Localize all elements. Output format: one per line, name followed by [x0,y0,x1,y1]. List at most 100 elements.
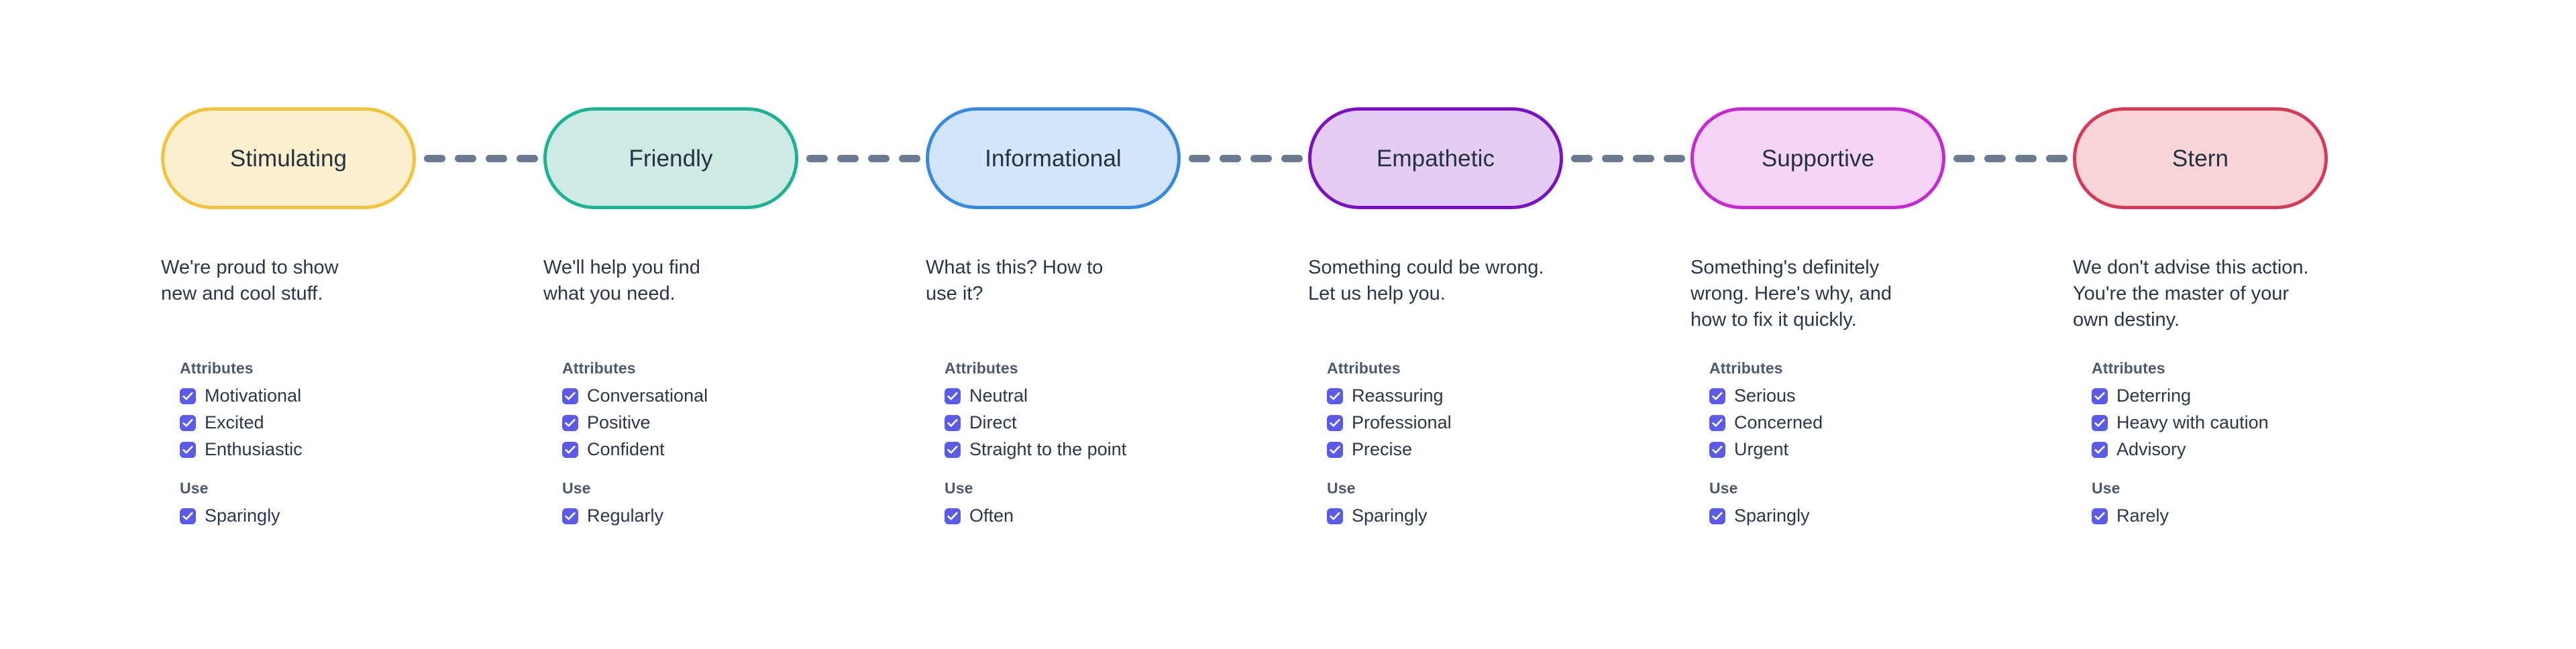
attribute-row[interactable]: Deterring [2092,385,2440,407]
attribute-label: Professional [1352,412,1452,432]
tone-description-line: how to fix it quickly. [1690,309,1857,331]
tone-pill-stern[interactable]: Stern [2073,107,2328,209]
checkbox-checked-icon[interactable] [1327,414,1343,431]
checkbox-checked-icon[interactable] [945,441,961,458]
use-row[interactable]: Rarely [2092,505,2440,527]
use-heading: Use [1709,479,1738,497]
checkbox-checked-icon[interactable] [945,508,961,524]
checkbox-checked-icon[interactable] [180,414,196,431]
attribute-row[interactable]: Positive [562,412,911,434]
checkbox-checked-icon[interactable] [1709,388,1725,404]
attributes-heading: Attributes [1709,359,1783,377]
attribute-row[interactable]: Enthusiastic [180,438,529,461]
checkbox-checked-icon[interactable] [1327,508,1343,524]
use-row[interactable]: Sparingly [1327,505,1676,527]
attribute-row[interactable]: Straight to the point [945,438,1293,461]
attribute-label: Heavy with caution [2116,412,2269,432]
connector-dash [868,154,890,162]
attribute-label: Positive [587,412,651,432]
attribute-row[interactable]: Concerned [1709,412,2058,434]
tone-pill-label: Supportive [1761,145,1875,172]
checkbox-checked-icon[interactable] [562,441,578,458]
checkbox-checked-icon[interactable] [1709,508,1725,524]
checkbox-checked-icon[interactable] [2092,388,2108,404]
use-row[interactable]: Often [945,505,1293,527]
dashed-line-icon [424,153,538,164]
checkbox-checked-icon[interactable] [562,388,578,404]
use-row[interactable]: Sparingly [1709,505,2058,527]
use-label: Rarely [2116,506,2169,526]
attribute-row[interactable]: Neutral [945,385,1293,407]
checkbox-checked-icon[interactable] [1327,441,1343,458]
attribute-label: Direct [969,412,1017,432]
use-row[interactable]: Regularly [562,505,911,527]
tone-description-line: Let us help you. [1308,283,1446,304]
tone-pill-friendly[interactable]: Friendly [543,107,798,209]
checkbox-checked-icon[interactable] [180,388,196,404]
attribute-row[interactable]: Motivational [180,385,529,407]
connector-dash [837,154,859,162]
tone-pill-empathetic[interactable]: Empathetic [1308,107,1563,209]
checkbox-checked-icon[interactable] [1709,414,1725,431]
tone-pill-label: Empathetic [1376,145,1495,172]
use-heading: Use [1327,479,1356,497]
tone-pill-wrapper-empathetic: Empathetic [1308,107,1563,209]
tone-pill-supportive[interactable]: Supportive [1690,107,1945,209]
checkbox-checked-icon[interactable] [945,414,961,431]
tone-description-line: Something's definitely [1690,257,1880,278]
tone-pill-wrapper-friendly: Friendly [543,107,798,209]
tone-pill-wrapper-informational: Informational [926,107,1181,209]
attribute-row[interactable]: Advisory [2092,438,2440,461]
attribute-row[interactable]: Conversational [562,385,911,407]
use-row[interactable]: Sparingly [180,505,529,527]
tone-pill-informational[interactable]: Informational [926,107,1181,209]
checkbox-checked-icon[interactable] [562,508,578,524]
attributes-heading: Attributes [562,359,636,377]
checkbox-checked-icon[interactable] [2092,441,2108,458]
use-label: Regularly [587,506,664,526]
attribute-row[interactable]: Precise [1327,438,1676,461]
tone-pill-stimulating[interactable]: Stimulating [161,107,416,209]
connector-dash [1602,154,1623,162]
tone-description-line: own destiny. [2073,309,2180,331]
connector-dash [2046,154,2068,162]
tone-pill-label: Informational [985,145,1122,172]
checkbox-checked-icon[interactable] [180,508,196,524]
checkbox-checked-icon[interactable] [1709,441,1725,458]
attribute-row[interactable]: Confident [562,438,911,461]
checkbox-checked-icon[interactable] [945,388,961,404]
connector-dash [1984,154,2006,162]
checkbox-checked-icon[interactable] [180,441,196,458]
attribute-row[interactable]: Reassuring [1327,385,1676,407]
attribute-row[interactable]: Urgent [1709,438,2058,461]
use-heading: Use [180,479,209,497]
attribute-row[interactable]: Direct [945,412,1293,434]
tone-pill-wrapper-supportive: Supportive [1690,107,1945,209]
attribute-row[interactable]: Professional [1327,412,1676,434]
tone-description-line: What is this? How to [926,257,1104,278]
checkbox-checked-icon[interactable] [1327,388,1343,404]
attribute-label: Enthusiastic [205,439,303,459]
attribute-label: Reassuring [1352,386,1444,406]
checkbox-checked-icon[interactable] [2092,508,2108,524]
attribute-row[interactable]: Serious [1709,385,2058,407]
checkbox-checked-icon[interactable] [562,414,578,431]
attribute-row[interactable]: Excited [180,412,529,434]
connector-dash [1633,154,1654,162]
use-heading: Use [945,479,973,497]
checkbox-checked-icon[interactable] [2092,414,2108,431]
attribute-row[interactable]: Heavy with caution [2092,412,2440,434]
attribute-label: Motivational [205,386,302,406]
